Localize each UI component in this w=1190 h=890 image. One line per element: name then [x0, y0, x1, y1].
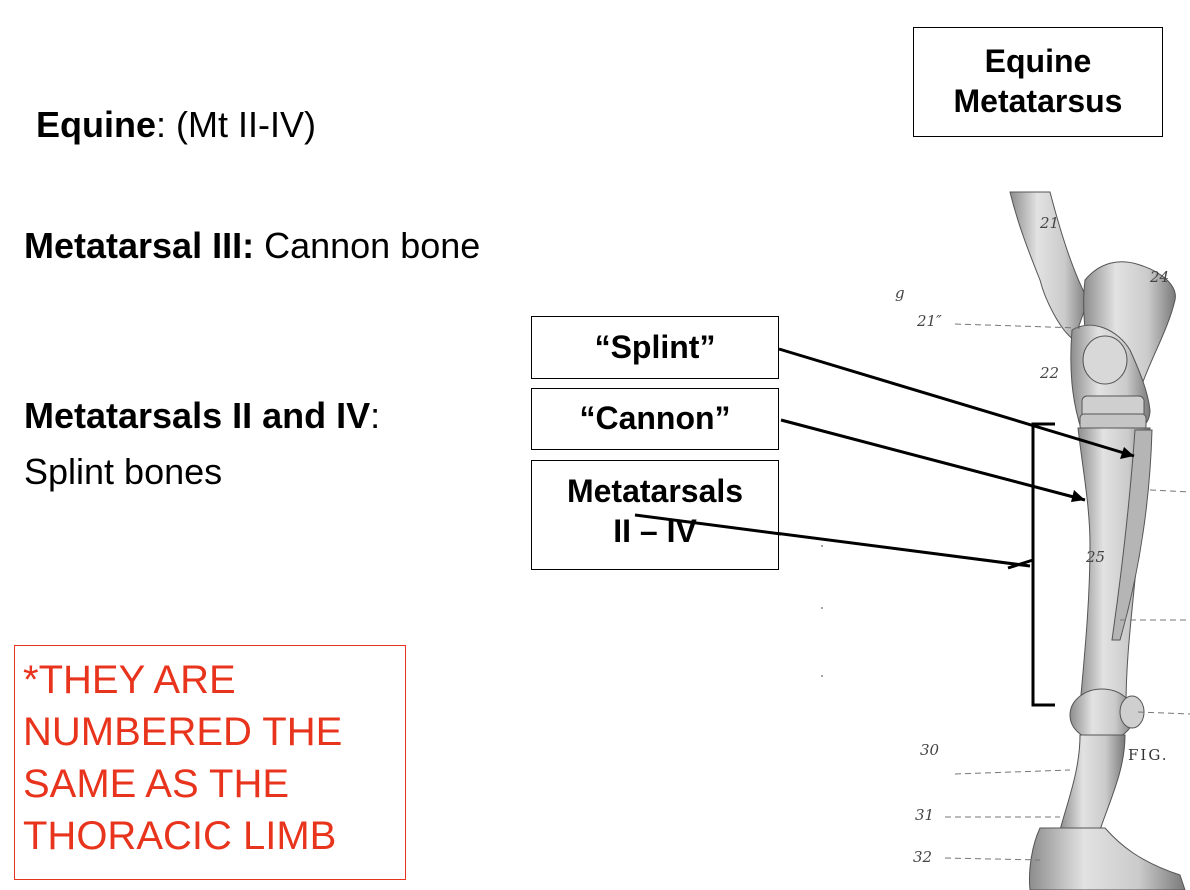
metatarsals-ii-iv-desc: : Splint bones: [24, 395, 381, 492]
figure-label-21: 21: [1039, 214, 1059, 232]
figure-letter-g: g: [895, 284, 905, 302]
figure-label-22: 22: [1039, 364, 1059, 382]
figure-caption: FIG.: [1128, 746, 1169, 764]
cannon-leader-line: [780, 418, 1086, 502]
figure-label-30: 30: [920, 741, 940, 759]
heading-bold: Equine: [36, 104, 157, 145]
splint-label: “Splint”: [531, 316, 779, 379]
metatarsus-bracket: [1031, 422, 1055, 707]
cannon-label: “Cannon”: [531, 388, 779, 450]
figure-label-32: 32: [913, 848, 932, 866]
metatarsals-label: Metatarsals II – IV: [531, 460, 779, 570]
metatarsal-iii-text: Metatarsal III: Cannon bone: [24, 218, 494, 274]
figure-label-21b: 21″: [916, 312, 942, 330]
heading-rest: : (Mt II-IV): [156, 104, 316, 145]
metatarsal-iii-desc: Cannon bone: [254, 225, 481, 266]
metatarsals-ii-iv-text: Metatarsals II and IV: Splint bones: [24, 388, 444, 500]
figure-label-31: 31: [915, 806, 934, 824]
splint-bone: [1111, 429, 1153, 641]
tibia-bone: [1009, 191, 1089, 341]
pastern-bone: [1059, 734, 1126, 831]
metatarsal-iii-term: Metatarsal III:: [24, 225, 255, 266]
figure-label-24: 24: [1149, 268, 1169, 286]
heading: Equine: (Mt II-IV): [36, 104, 316, 146]
metatarsals-ii-iv-term: Metatarsals II and IV: [24, 395, 371, 436]
title-box: Equine Metatarsus: [913, 27, 1163, 137]
coffin-bone: [1029, 827, 1186, 890]
splint-leader-line: [778, 347, 1135, 458]
note-box: *THEY ARE NUMBERED THE SAME AS THE THORA…: [14, 645, 406, 880]
figure-label-25: 25: [1085, 548, 1105, 566]
